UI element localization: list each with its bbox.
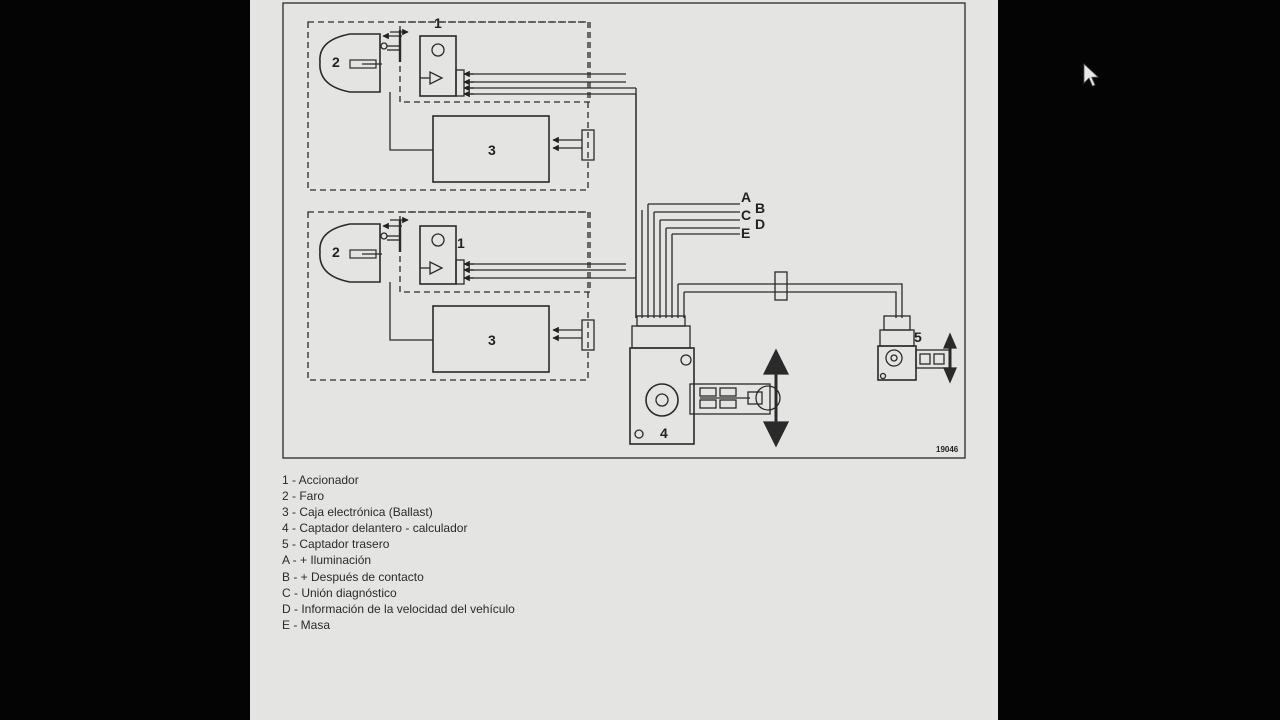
label-actuator: 1 — [434, 15, 442, 31]
lower-headlamp-group — [307, 211, 636, 381]
label-ballast: 3 — [488, 332, 496, 348]
wire-bus — [635, 88, 903, 318]
ballast-box[interactable] — [432, 305, 550, 373]
wiring-diagram: 1 2 3 1 2 3 4 5 A B C D E 19046 — [282, 2, 966, 459]
legend-item: 1 - Accionador — [282, 473, 359, 487]
dashed-enclosure — [399, 21, 591, 103]
label-b: B — [755, 200, 765, 216]
figure-number: 19046 — [936, 445, 959, 454]
mouse-cursor-icon — [1083, 63, 1099, 87]
ballast-box[interactable] — [432, 115, 550, 183]
actuator-box[interactable] — [419, 35, 457, 97]
legend-item: 4 - Captador delantero - calculador — [282, 521, 468, 536]
headlamp-shape — [319, 33, 381, 93]
dashed-enclosure — [399, 211, 591, 293]
dashed-enclosure — [307, 211, 589, 381]
label-ballast: 3 — [488, 142, 496, 158]
legend-item: B - + Después de contacto — [282, 569, 424, 584]
legend-item: 3 - Caja electrónica (Ballast) — [282, 505, 433, 520]
legend-item: 5 - Captador trasero — [282, 537, 390, 552]
label-a: A — [741, 189, 751, 205]
wire-connector — [774, 271, 788, 301]
upper-headlamp-group — [307, 21, 636, 191]
legend-item: C - Unión diagnóstico — [282, 585, 397, 600]
label-actuator: 1 — [457, 235, 465, 251]
dashed-enclosure — [307, 21, 589, 191]
actuator-box[interactable] — [419, 225, 457, 285]
legend-item: E - Masa — [282, 617, 331, 632]
legend-item: A - + Iluminación — [282, 553, 372, 568]
label-d: D — [755, 216, 765, 232]
front-sensor-calculator[interactable] — [629, 315, 790, 448]
document-page: 1 2 3 1 2 3 4 5 A B C D E 19046 1 - Acci… — [250, 0, 998, 720]
label-headlamp: 2 — [332, 54, 340, 70]
label-c: C — [741, 207, 751, 223]
label-headlamp: 2 — [332, 244, 340, 260]
label-front-sensor: 4 — [660, 425, 668, 441]
legend-list: 1 - Accionador 2 - Faro 3 - Caja electró… — [282, 472, 515, 633]
diagram-frame — [282, 2, 966, 459]
rear-sensor[interactable] — [877, 315, 957, 384]
headlamp-shape — [319, 223, 381, 283]
label-e: E — [741, 225, 750, 241]
label-rear-sensor: 5 — [914, 329, 922, 345]
legend-item: 2 - Faro — [282, 489, 325, 504]
legend-item: D - Información de la velocidad del vehí… — [282, 601, 515, 616]
